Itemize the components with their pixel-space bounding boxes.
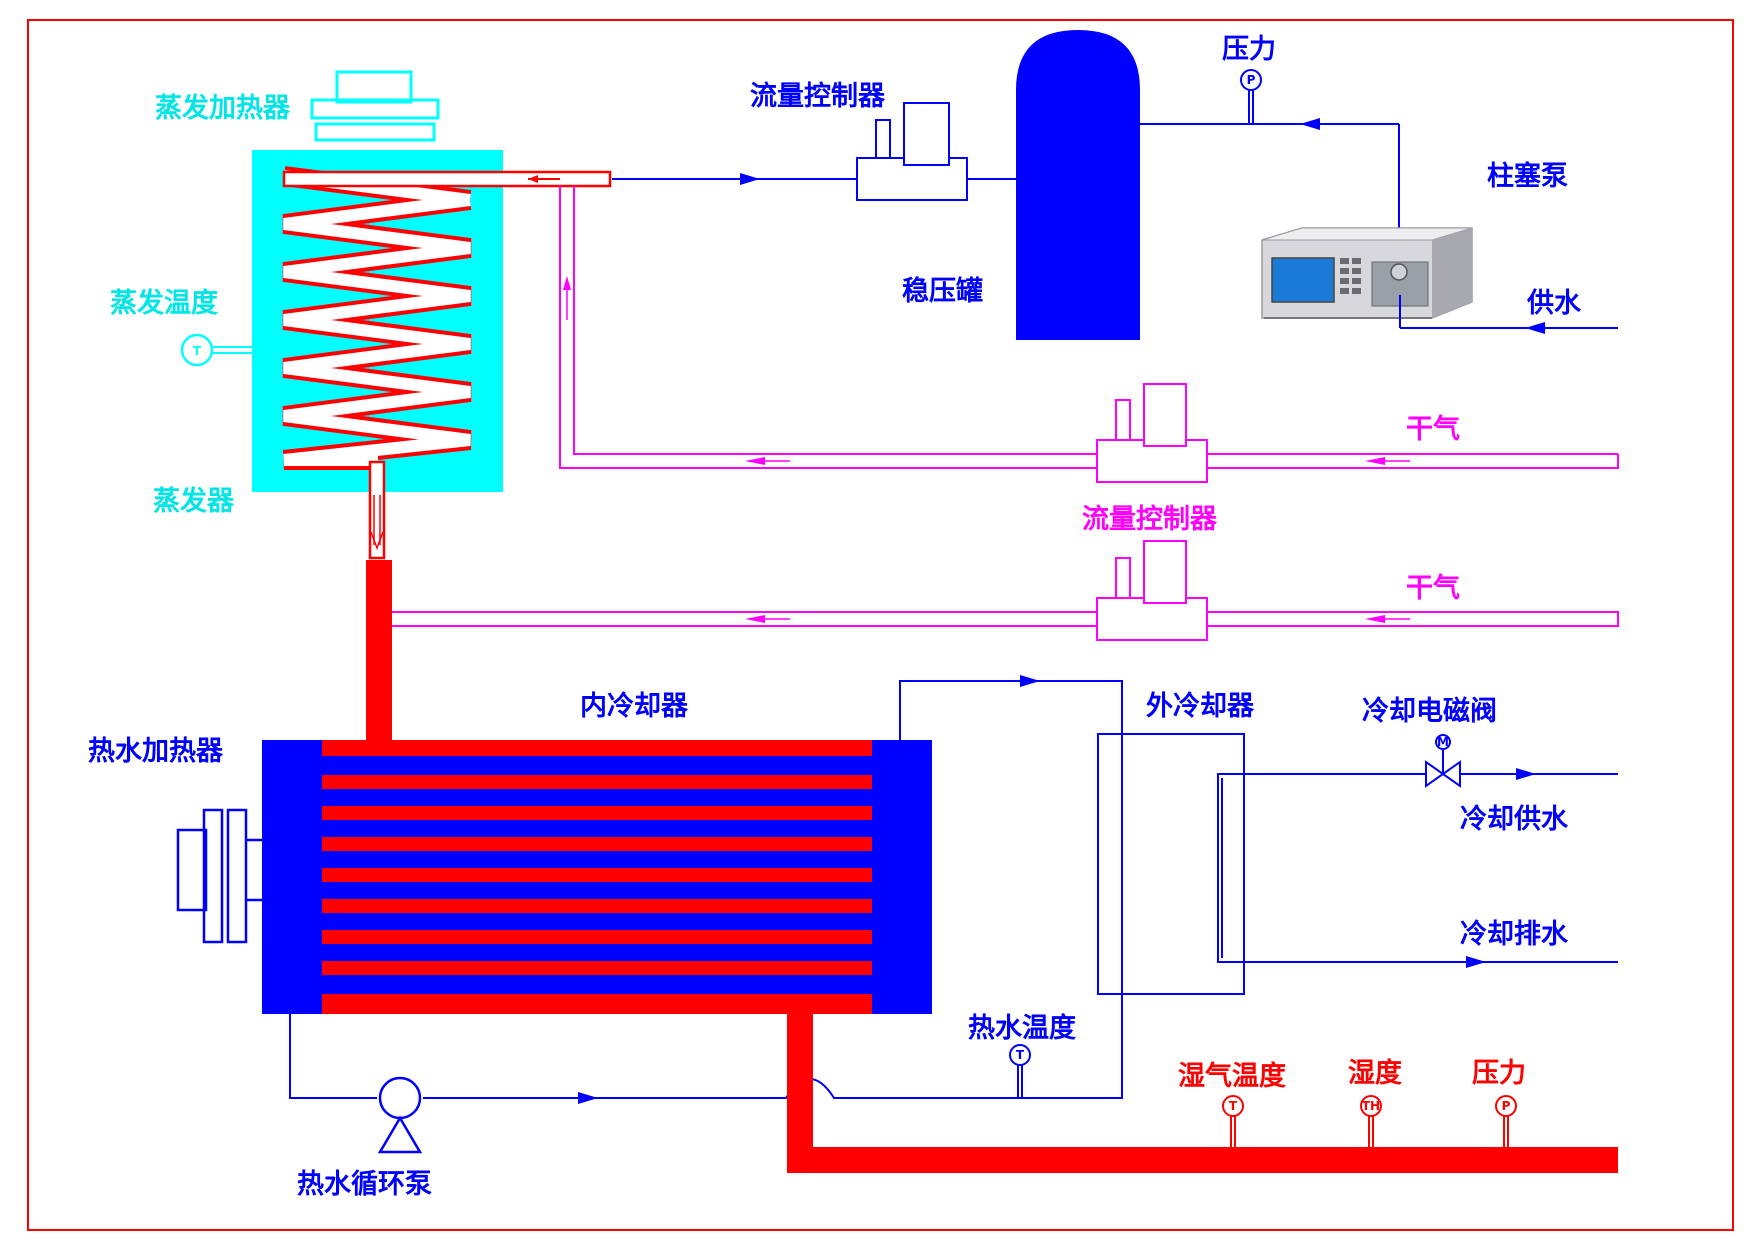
gauge-letter-t3: T bbox=[1229, 1099, 1238, 1113]
evaporator-outlet-pipe bbox=[368, 460, 386, 560]
label-pressure-top: 压力 bbox=[1222, 34, 1276, 65]
evap-temp-gauge: T bbox=[180, 333, 252, 367]
label-plunger-pump: 柱塞泵 bbox=[1487, 160, 1568, 192]
wet-gas-temp-gauge: T bbox=[1222, 1095, 1244, 1148]
label-dry-gas-2: 干气 bbox=[1406, 573, 1460, 604]
label-surge-tank: 稳压罐 bbox=[902, 275, 983, 307]
evaporator-heater bbox=[310, 70, 440, 142]
label-hot-water-pump: 热水循环泵 bbox=[297, 1169, 432, 1200]
label-wet-gas-temp: 湿气温度 bbox=[1178, 1060, 1286, 1092]
cooling-solenoid-valve bbox=[1425, 734, 1461, 788]
plunger-pump bbox=[1261, 227, 1473, 319]
gauge-letter-th: TH bbox=[1362, 1099, 1380, 1113]
pressure-gauge-top: P bbox=[1140, 69, 1399, 125]
gauge-letter-p2: P bbox=[1502, 1099, 1511, 1113]
dry-gas-line-1 bbox=[559, 186, 1619, 469]
label-dry-gas-1: 干气 bbox=[1406, 414, 1460, 445]
hot-water-pump bbox=[377, 1076, 423, 1154]
wet-gas-riser bbox=[366, 560, 392, 740]
label-pressure-bottom: 压力 bbox=[1472, 1058, 1526, 1089]
label-cooling-supply: 冷却供水 bbox=[1460, 804, 1569, 835]
cooling-water-lines bbox=[1217, 773, 1618, 963]
gauge-letter-p: P bbox=[1247, 73, 1256, 87]
gauge-letter-t2: T bbox=[1016, 1048, 1025, 1062]
humidity-gauge: TH bbox=[1360, 1095, 1382, 1148]
label-flow-ctrl-top: 流量控制器 bbox=[750, 81, 886, 112]
hot-water-temp-gauge: T bbox=[1009, 1044, 1031, 1098]
label-hot-water-temp: 热水温度 bbox=[968, 1012, 1076, 1044]
gauge-letter-m: M bbox=[1437, 735, 1449, 749]
flow-controller-top bbox=[856, 102, 968, 201]
label-humidity: 湿度 bbox=[1348, 1057, 1402, 1089]
inner-cooler-tubes bbox=[322, 740, 872, 1014]
pressure-gauge-bottom: P bbox=[1495, 1095, 1517, 1148]
dry-gas-line-2 bbox=[389, 611, 1619, 627]
outer-cooler bbox=[1097, 733, 1245, 995]
label-hot-water-heater: 热水加热器 bbox=[88, 736, 224, 767]
flow-controller-gas-2 bbox=[1096, 540, 1208, 641]
surge-tank bbox=[1016, 30, 1140, 340]
flow-controller-gas-1 bbox=[1096, 383, 1208, 483]
diagram-frame bbox=[27, 19, 1734, 1231]
label-evap-temp: 蒸发温度 bbox=[110, 287, 218, 319]
label-outer-cooler: 外冷却器 bbox=[1146, 691, 1255, 722]
label-inner-cooler: 内冷却器 bbox=[580, 691, 689, 722]
coil-inlet-pipe bbox=[282, 170, 612, 188]
label-flow-ctrl-mid: 流量控制器 bbox=[1082, 504, 1218, 535]
label-cooling-drain: 冷却排水 bbox=[1460, 919, 1569, 950]
hot-water-heater-element bbox=[176, 808, 262, 944]
label-water-supply: 供水 bbox=[1526, 288, 1582, 319]
label-cooling-solenoid: 冷却电磁阀 bbox=[1362, 696, 1497, 727]
gauge-letter-t: T bbox=[193, 344, 202, 358]
label-evap-heater: 蒸发加热器 bbox=[155, 92, 291, 124]
label-evaporator: 蒸发器 bbox=[153, 485, 235, 517]
wet-gas-outlet bbox=[787, 1014, 1618, 1173]
